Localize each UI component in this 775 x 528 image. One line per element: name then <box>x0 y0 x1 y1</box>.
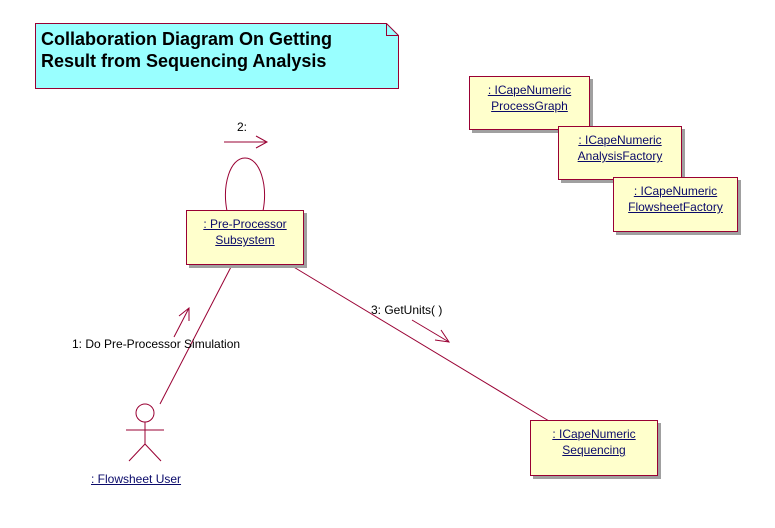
object-sequencing-line-1: : ICapeNumeric <box>552 427 636 441</box>
note-line-2: Result from Sequencing Analysis <box>41 51 327 71</box>
note-shape <box>35 23 399 89</box>
message-3-arrow-line <box>411 319 450 343</box>
object-process-graph[interactable]: : ICapeNumeric ProcessGraph <box>469 76 590 130</box>
self-link-loop <box>225 157 265 212</box>
note-line-1: Collaboration Diagram On Getting <box>41 29 333 49</box>
message-3-arrow-head <box>434 329 451 343</box>
message-2-arrow-head <box>255 135 269 149</box>
message-3-label: 3: GetUnits( ) <box>371 303 443 317</box>
object-sequencing-line-2: Sequencing <box>562 443 626 457</box>
link-preprocessor-sequencing <box>291 265 550 422</box>
object-flowsheet-factory-line-1: : ICapeNumeric <box>633 184 718 198</box>
object-preprocessor-line-2: Subsystem <box>215 233 275 247</box>
object-process-graph-line-1: : ICapeNumeric <box>487 83 572 97</box>
actor-figure <box>126 403 164 462</box>
object-analysis-factory-line-1: : ICapeNumeric <box>578 133 662 147</box>
object-process-graph-line-2: ProcessGraph <box>491 99 568 113</box>
object-sequencing[interactable]: : ICapeNumeric Sequencing <box>530 420 658 476</box>
message-2-label: 2: <box>237 120 248 134</box>
title-note[interactable]: Collaboration Diagram On Getting Result … <box>35 23 399 89</box>
object-analysis-factory[interactable]: : ICapeNumeric AnalysisFactory <box>558 126 682 180</box>
note-text: Collaboration Diagram On Getting Result … <box>41 28 391 72</box>
link-actor-preprocessor <box>159 264 233 405</box>
object-flowsheet-factory[interactable]: : ICapeNumeric FlowsheetFactory <box>613 177 738 232</box>
message-1-arrow-line <box>173 307 190 338</box>
object-preprocessor-subsystem[interactable]: : Pre-Processor Subsystem <box>186 210 304 265</box>
object-preprocessor-line-1: : Pre-Processor <box>203 217 287 231</box>
actor-label[interactable]: : Flowsheet User <box>91 472 182 486</box>
message-1-label: 1: Do Pre-Processor Simulation <box>72 337 241 351</box>
object-flowsheet-factory-line-2: FlowsheetFactory <box>628 200 723 214</box>
object-analysis-factory-line-2: AnalysisFactory <box>577 149 663 163</box>
message-1-arrow-head <box>178 306 190 321</box>
